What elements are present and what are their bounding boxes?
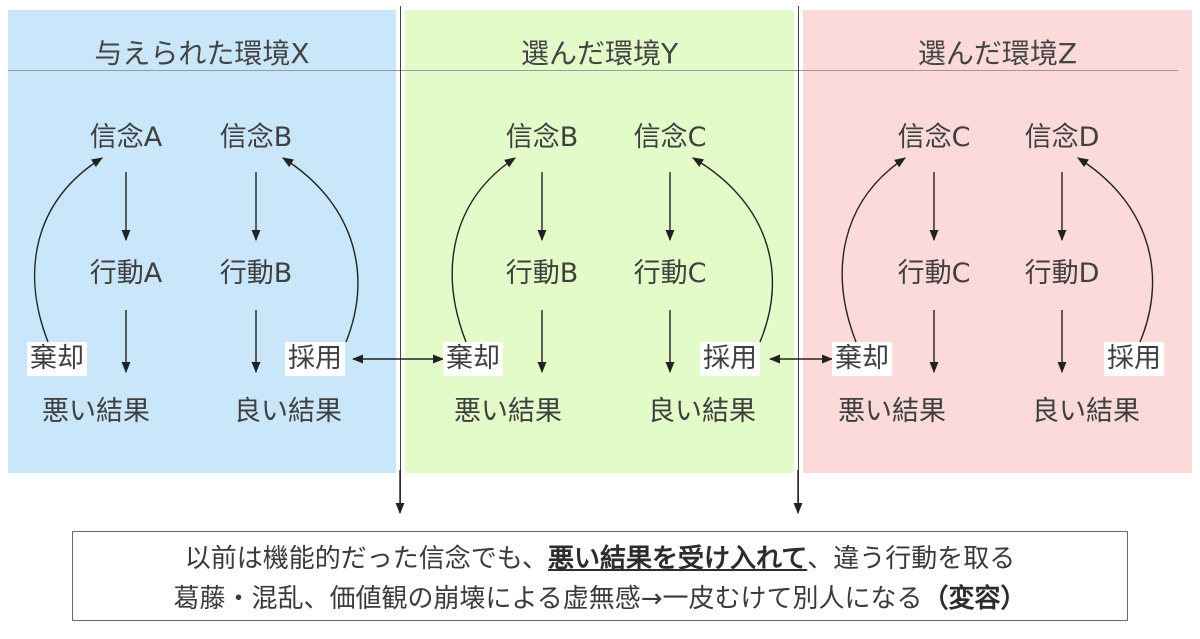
tag-y-adopt: 採用 <box>700 342 760 376</box>
panel-x-title: 与えられた環境X <box>94 37 310 70</box>
node-z-action-c: 行動C <box>897 258 971 289</box>
header-divider <box>8 70 1178 71</box>
node-x-belief-a: 信念A <box>89 122 163 153</box>
divider-y-z <box>798 6 799 506</box>
node-x-good-result: 良い結果 <box>234 396 342 427</box>
node-y-belief-c: 信念C <box>633 122 707 153</box>
divider-x-y <box>400 6 401 506</box>
caption-line-1: 以前は機能的だった信念でも、悪い結果を受け入れて、違う行動を取る <box>73 538 1127 575</box>
node-x-action-b: 行動B <box>219 258 293 289</box>
panel-environment-x <box>8 10 396 473</box>
caption-line-1-post: 、違う行動を取る <box>807 544 1016 574</box>
caption-line-2: 葛藤・混乱、価値観の崩壊による虚無感→一皮むけて別人になる（変容） <box>73 578 1127 615</box>
curve-z-adopt <box>1077 157 1154 343</box>
tag-x-adopt: 採用 <box>285 342 345 376</box>
panel-y-title: 選んだ環境Y <box>520 37 679 70</box>
tag-z-reject: 棄却 <box>832 342 892 376</box>
node-z-belief-d: 信念D <box>1024 122 1100 153</box>
curve-y-reject <box>451 157 516 343</box>
node-z-belief-c: 信念C <box>897 122 971 153</box>
node-z-action-d: 行動D <box>1024 258 1100 289</box>
node-x-action-a: 行動A <box>89 258 163 289</box>
node-z-bad-result: 悪い結果 <box>838 396 946 427</box>
node-x-bad-result: 悪い結果 <box>42 396 150 427</box>
panel-environment-y <box>405 10 794 473</box>
panel-environment-z <box>803 10 1192 473</box>
caption-line-1-pre: 以前は機能的だった信念でも、 <box>184 544 548 574</box>
curve-x-adopt <box>282 157 359 343</box>
tag-y-reject: 棄却 <box>443 342 503 376</box>
tag-x-reject: 棄却 <box>27 342 87 376</box>
node-y-bad-result: 悪い結果 <box>454 396 562 427</box>
node-y-belief-b: 信念B <box>505 122 579 153</box>
caption-box: 以前は機能的だった信念でも、悪い結果を受け入れて、違う行動を取る 葛藤・混乱、価… <box>72 531 1128 621</box>
node-x-belief-b: 信念B <box>219 122 293 153</box>
curve-y-adopt <box>692 157 774 343</box>
tag-z-adopt: 採用 <box>1104 342 1164 376</box>
node-y-action-b: 行動B <box>505 258 579 289</box>
caption-line-2-pre: 葛藤・混乱、価値観の崩壊による虚無感→一皮むけて別人になる <box>173 584 923 614</box>
node-z-good-result: 良い結果 <box>1032 396 1140 427</box>
curve-x-reject <box>33 157 103 343</box>
node-y-good-result: 良い結果 <box>648 396 756 427</box>
curve-z-reject <box>841 157 906 343</box>
node-y-action-c: 行動C <box>633 258 707 289</box>
panel-z-title: 選んだ環境Z <box>917 37 1078 70</box>
caption-line-1-emphasis: 悪い結果を受け入れて <box>547 544 808 574</box>
caption-line-2-transformation: （変容） <box>922 584 1027 614</box>
